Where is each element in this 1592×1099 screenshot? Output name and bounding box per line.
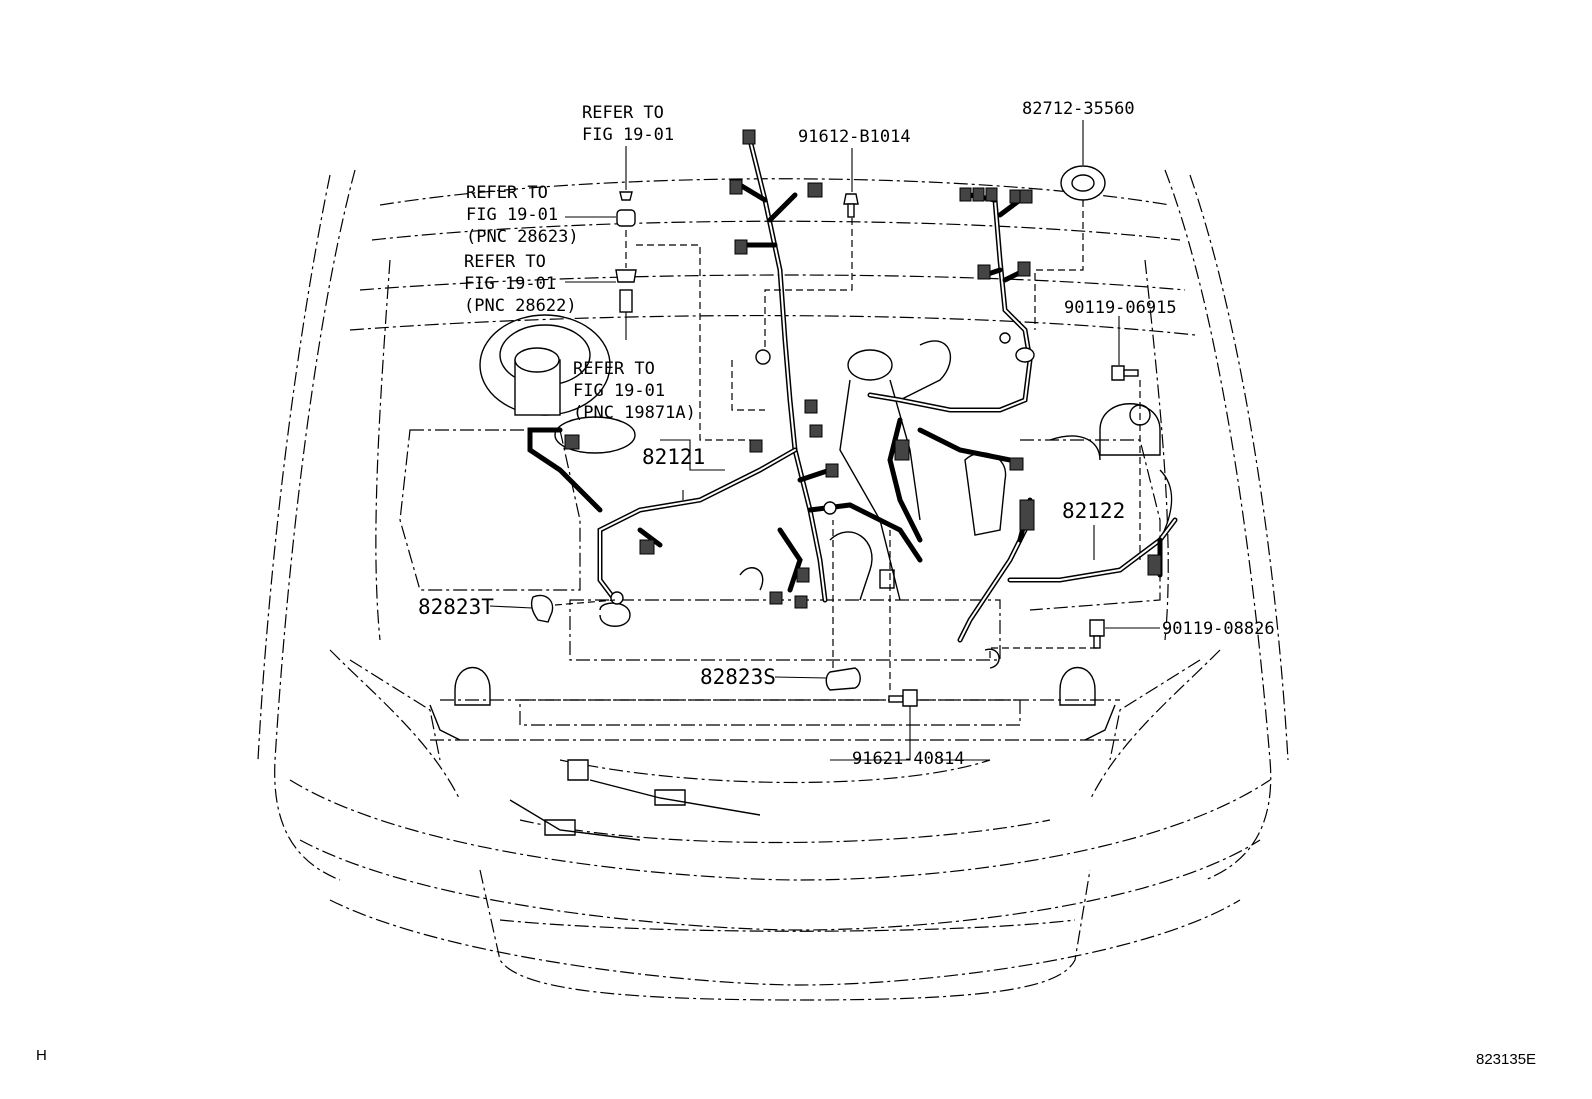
vehicle-body-outline <box>257 169 1289 1001</box>
refer-28623-line1: REFER TO <box>466 183 548 203</box>
label-82122: 82122 <box>1062 499 1125 523</box>
refer-28622-line3: (PNC 28622) <box>464 296 577 316</box>
dashed-reference-lines <box>554 200 1141 690</box>
label-91612-b1014: 91612-B1014 <box>798 127 911 147</box>
leader-lines <box>489 120 1160 761</box>
refer-28623-line2: FIG 19-01 <box>466 205 558 225</box>
brake-booster <box>479 314 636 454</box>
fasteners <box>509 165 1139 841</box>
label-82823s: 82823S <box>700 665 776 689</box>
refer-28622-line2: FIG 19-01 <box>464 274 556 294</box>
refer-19871-line1: REFER TO <box>573 359 655 379</box>
refer-top-line1: REFER TO <box>582 103 664 123</box>
refer-top-line2: FIG 19-01 <box>582 125 674 145</box>
refer-28623-line3: (PNC 28623) <box>466 227 579 247</box>
refer-19871-line2: FIG 19-01 <box>573 381 665 401</box>
label-91621-40814: 91621-40814 <box>852 749 965 769</box>
label-90119-08826: 90119-08826 <box>1162 619 1275 639</box>
label-82712-35560: 82712-35560 <box>1022 99 1135 119</box>
corner-code-left: H <box>36 1047 47 1064</box>
mount-bumps <box>429 666 1116 741</box>
illustration-number: 823135E <box>1476 1051 1536 1068</box>
connector-blocks <box>564 129 1162 609</box>
refer-28622-line1: REFER TO <box>464 252 546 272</box>
label-82121: 82121 <box>642 445 705 469</box>
label-90119-06915: 90119-06915 <box>1064 298 1177 318</box>
label-82823t: 82823T <box>418 595 494 619</box>
callout-labels: REFER TO FIG 19-01 REFER TO FIG 19-01 (P… <box>418 99 1275 769</box>
refer-19871-line3: (PNC 19871A) <box>573 403 696 423</box>
